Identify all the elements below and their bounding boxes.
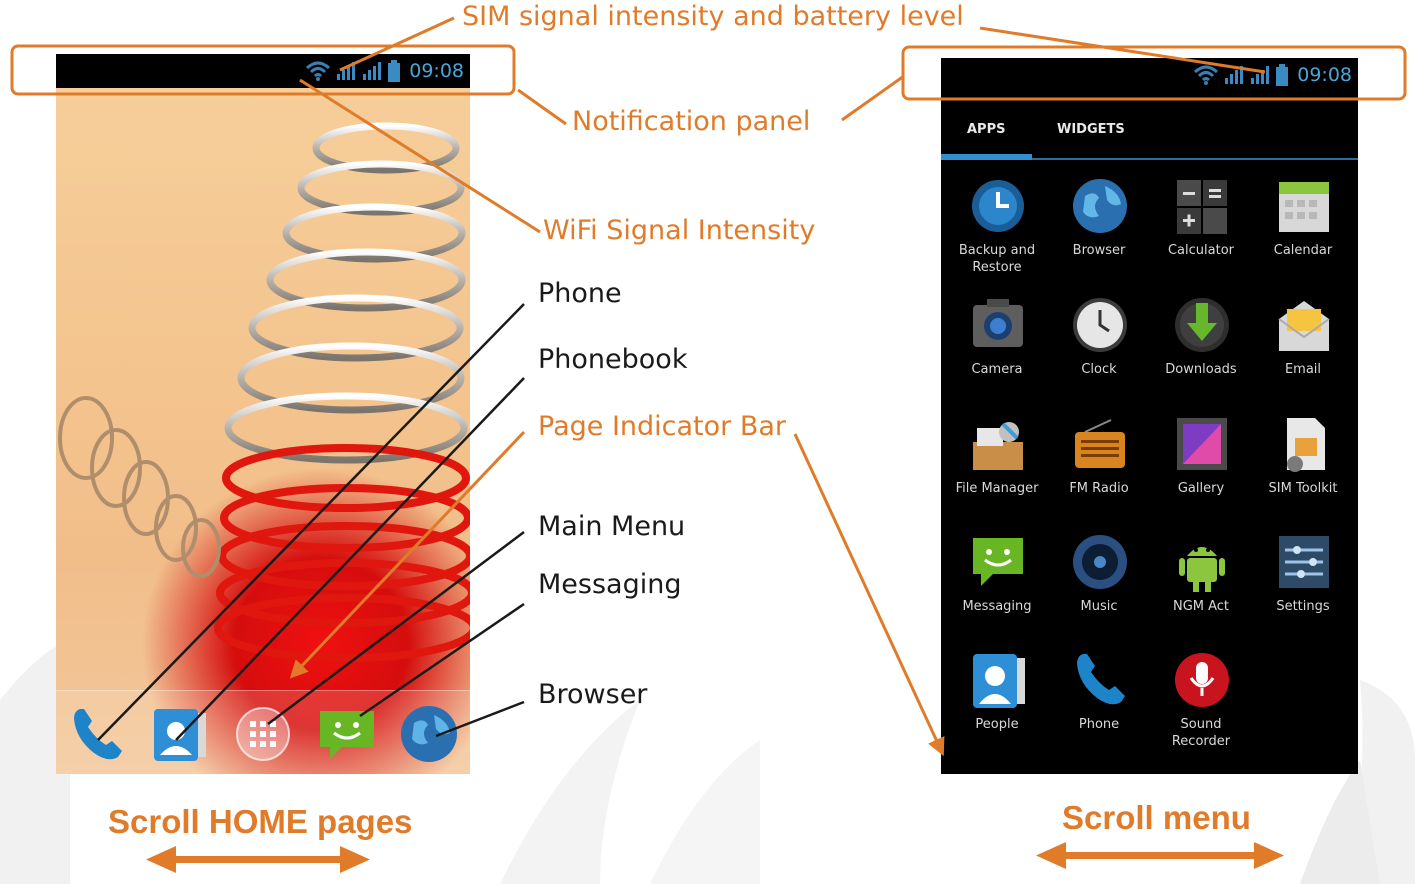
app-label: Backup and Restore — [958, 243, 1036, 275]
label-messaging: Messaging — [538, 569, 682, 600]
backup-restore-icon — [972, 180, 1024, 232]
app-sim-toolkit[interactable]: SIM Toolkit — [1253, 414, 1353, 532]
spring-wallpaper — [58, 122, 470, 662]
app-downloads[interactable]: Downloads — [1151, 295, 1251, 413]
app-phone[interactable]: Phone — [1049, 650, 1149, 768]
label-sim-signal-battery: SIM signal intensity and battery level — [462, 1, 964, 32]
sim2-signal-icon — [363, 62, 382, 80]
label-main-menu: Main Menu — [538, 511, 686, 542]
wifi-icon — [306, 61, 331, 81]
app-label: Music — [1080, 599, 1118, 614]
menu-status-bar[interactable]: 09:08 — [941, 58, 1358, 92]
battery-icon — [1276, 64, 1289, 86]
app-backup-and-restore[interactable]: Backup and Restore — [947, 176, 1047, 294]
app-fm-radio[interactable]: FM Radio — [1049, 414, 1149, 532]
app-label: NGM Act — [1172, 599, 1230, 614]
app-label: Calculator — [1167, 243, 1234, 258]
main-menu-icon[interactable] — [232, 703, 294, 765]
gallery-icon — [1177, 418, 1227, 470]
app-label: People — [975, 717, 1019, 732]
home-screen[interactable]: 09:08 — [56, 54, 470, 774]
app-email[interactable]: Email — [1253, 295, 1353, 413]
menu-status-icons: 09:08 — [1193, 58, 1352, 92]
label-browser: Browser — [538, 679, 648, 710]
sim1-signal-icon — [1225, 66, 1244, 84]
app-browser[interactable]: Browser — [1049, 176, 1149, 294]
drawer-tabs: APPS WIDGETS — [941, 108, 1358, 160]
wifi-icon — [1194, 65, 1219, 85]
app-music[interactable]: Music — [1049, 532, 1149, 650]
sim2-signal-icon — [1251, 66, 1270, 84]
app-label: Phone — [1078, 717, 1120, 732]
browser-icon[interactable] — [398, 703, 460, 765]
app-label: SIM Toolkit — [1268, 481, 1338, 496]
tab-divider — [941, 158, 1358, 160]
label-scroll-menu: Scroll menu — [1062, 799, 1251, 836]
label-phone: Phone — [538, 278, 622, 309]
tab-active-indicator — [941, 154, 1032, 160]
label-phonebook: Phonebook — [538, 344, 688, 375]
messaging-icon — [973, 538, 1023, 586]
tab-widgets[interactable]: WIDGETS — [1057, 122, 1125, 137]
app-label: Messaging — [962, 599, 1032, 614]
browser-icon — [1073, 179, 1127, 233]
calculator-icon — [1177, 180, 1227, 234]
tab-apps[interactable]: APPS — [967, 122, 1006, 137]
android-icon — [1179, 547, 1225, 592]
file-manager-icon — [973, 422, 1023, 470]
phone-icon — [1077, 654, 1125, 705]
app-label: File Manager — [955, 481, 1039, 496]
calendar-icon — [1279, 182, 1329, 232]
app-label: Clock — [1081, 362, 1117, 377]
label-page-indicator: Page Indicator Bar — [538, 411, 787, 442]
app-camera[interactable]: Camera — [947, 295, 1047, 413]
battery-icon — [388, 60, 401, 82]
people-icon — [973, 654, 1025, 708]
app-label: FM Radio — [1069, 481, 1129, 496]
app-label: Camera — [971, 362, 1023, 377]
phone-icon[interactable] — [66, 703, 128, 765]
phonebook-icon[interactable] — [148, 703, 210, 765]
app-gallery[interactable]: Gallery — [1151, 414, 1251, 532]
messaging-icon[interactable] — [316, 703, 378, 765]
camera-icon — [973, 299, 1023, 347]
home-status-icons: 09:08 — [305, 54, 464, 88]
app-label: Sound Recorder — [1171, 717, 1231, 749]
app-label: Browser — [1072, 243, 1126, 258]
app-people[interactable]: People — [947, 650, 1047, 768]
email-icon — [1278, 301, 1330, 351]
app-calendar[interactable]: Calendar — [1253, 176, 1353, 294]
sim1-signal-icon — [337, 62, 356, 80]
label-wifi-signal: WiFi Signal Intensity — [543, 215, 816, 246]
fm-radio-icon — [1075, 419, 1125, 468]
settings-icon — [1279, 536, 1329, 588]
home-dock — [56, 690, 470, 774]
app-file-manager[interactable]: File Manager — [947, 414, 1047, 532]
app-label: Calendar — [1273, 243, 1333, 258]
app-ngm-act[interactable]: NGM Act — [1151, 532, 1251, 650]
status-time: 09:08 — [409, 60, 464, 82]
app-label: Downloads — [1165, 362, 1237, 377]
sim-toolkit-icon — [1287, 418, 1325, 472]
status-time: 09:08 — [1297, 64, 1352, 86]
app-label: Settings — [1276, 599, 1330, 614]
clock-icon — [1073, 298, 1127, 352]
label-scroll-home: Scroll HOME pages — [108, 803, 413, 840]
downloads-icon — [1175, 298, 1229, 352]
app-settings[interactable]: Settings — [1253, 532, 1353, 650]
app-clock[interactable]: Clock — [1049, 295, 1149, 413]
app-drawer-screen[interactable]: 09:08 APPS WIDGETS Backup and Restore Br… — [941, 58, 1358, 774]
sound-recorder-icon — [1175, 653, 1229, 707]
app-messaging[interactable]: Messaging — [947, 532, 1047, 650]
app-sound-recorder[interactable]: Sound Recorder — [1151, 650, 1251, 768]
app-label: Gallery — [1177, 481, 1225, 496]
label-notification-panel: Notification panel — [572, 106, 811, 137]
app-label: Email — [1284, 362, 1322, 377]
app-calculator[interactable]: Calculator — [1151, 176, 1251, 294]
home-status-bar[interactable]: 09:08 — [56, 54, 470, 88]
music-icon — [1073, 535, 1127, 589]
